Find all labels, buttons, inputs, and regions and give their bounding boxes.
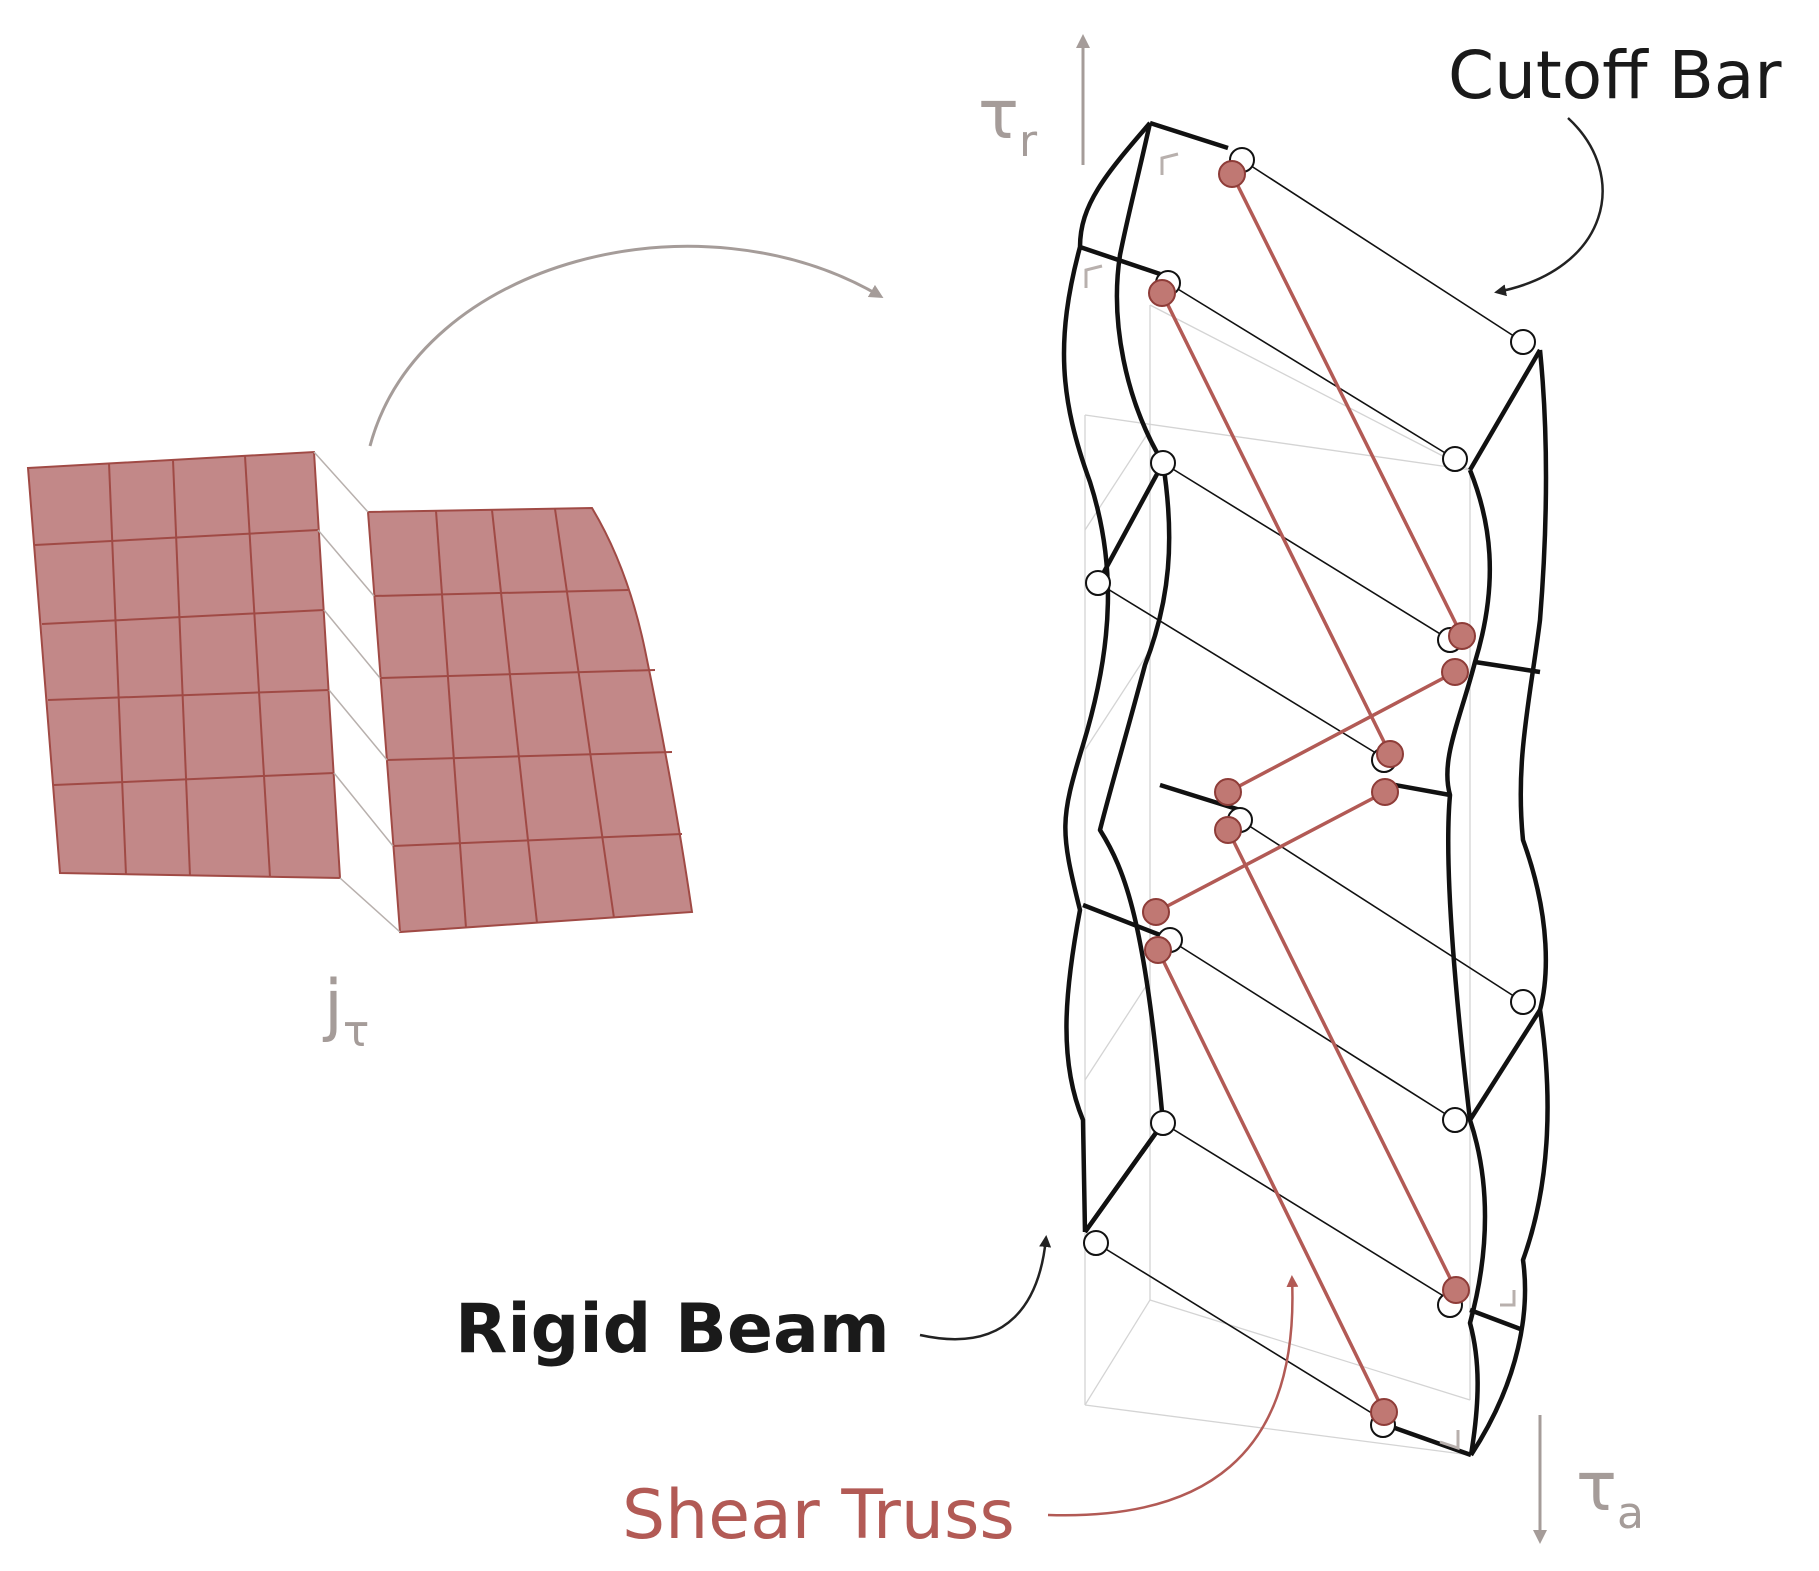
rigid-beam-frame (1061, 120, 1550, 1458)
mesh-right-block (366, 506, 694, 934)
rigid-beam-pointer (919, 1235, 1052, 1341)
connecting-bars (1095, 159, 1524, 1421)
tau-a-label: τa (1576, 1448, 1644, 1539)
rigid-beam-label: Rigid Beam (455, 1290, 890, 1369)
shear-truss-pointer (1047, 1275, 1299, 1517)
undeformed-box (1084, 304, 1471, 1456)
shear-truss-label: Shear Truss (622, 1476, 1015, 1555)
cutoff-bar-label: Cutoff Bar (1448, 37, 1782, 114)
corner-marks (1084, 152, 1516, 1451)
beam-model (1061, 120, 1550, 1458)
crack-connectors (313, 451, 401, 933)
transform-arrow (368, 244, 884, 447)
truss-joints (1142, 160, 1476, 1426)
shear-truss (1155, 173, 1464, 1413)
deformed-mesh (26, 450, 694, 934)
mesh-left-block (26, 450, 342, 880)
hinge-joints (1083, 147, 1536, 1438)
j-tau-label: jτ (322, 966, 369, 1057)
tau-r-label: τr (978, 76, 1038, 167)
cutoff-bar-pointer (1494, 117, 1604, 297)
